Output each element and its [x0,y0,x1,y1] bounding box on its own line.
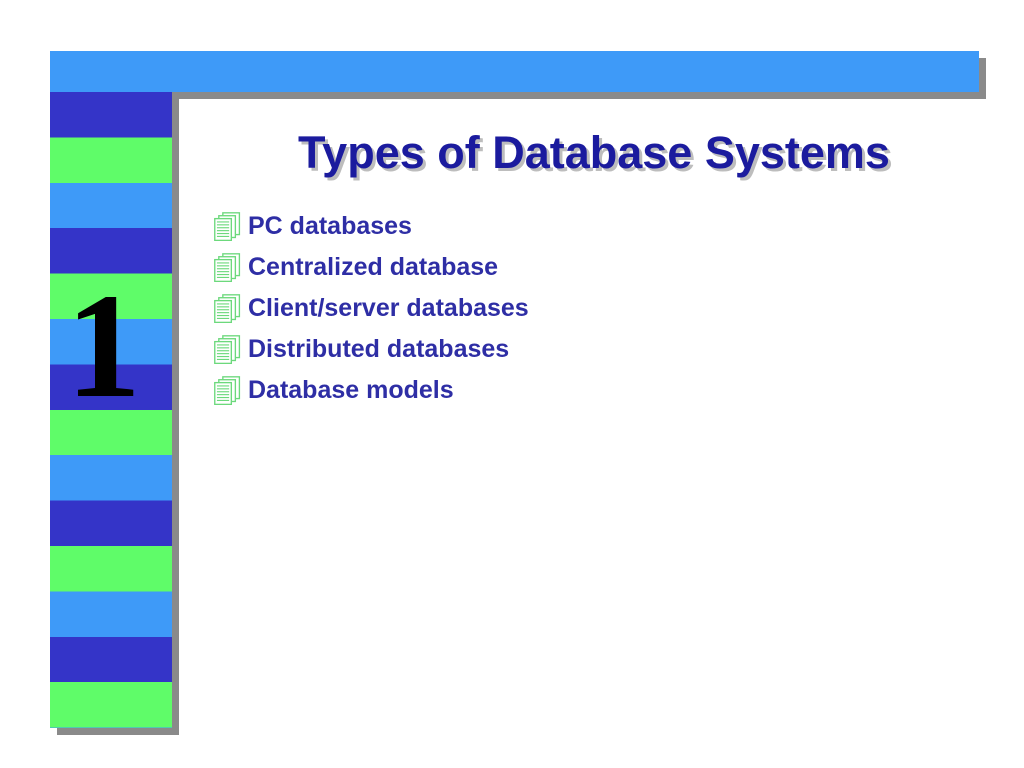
top-accent-bar [50,51,979,92]
bullet-label: Distributed databases [248,335,510,363]
bullet-label: Centralized database [248,253,499,281]
documents-stack-icon [214,376,241,405]
documents-stack-icon [214,294,241,323]
bullet-label: Client/server databases [248,294,529,322]
bullet-label: Database models [248,376,454,404]
bullet-item: PC databases [214,206,529,247]
bullet-label: PC databases [248,212,412,240]
documents-stack-icon [214,253,241,282]
slide-number: 1 [66,263,141,429]
bullet-list: PC databases Centralized database [214,206,529,411]
bullet-item: Distributed databases [214,329,529,370]
slide-title: Types of Database Systems [298,127,890,178]
documents-stack-icon [214,212,241,241]
bullet-item: Client/server databases [214,288,529,329]
left-stripe-column [50,92,172,728]
bullet-item: Centralized database [214,247,529,288]
documents-stack-icon [214,335,241,364]
bullet-item: Database models [214,370,529,411]
